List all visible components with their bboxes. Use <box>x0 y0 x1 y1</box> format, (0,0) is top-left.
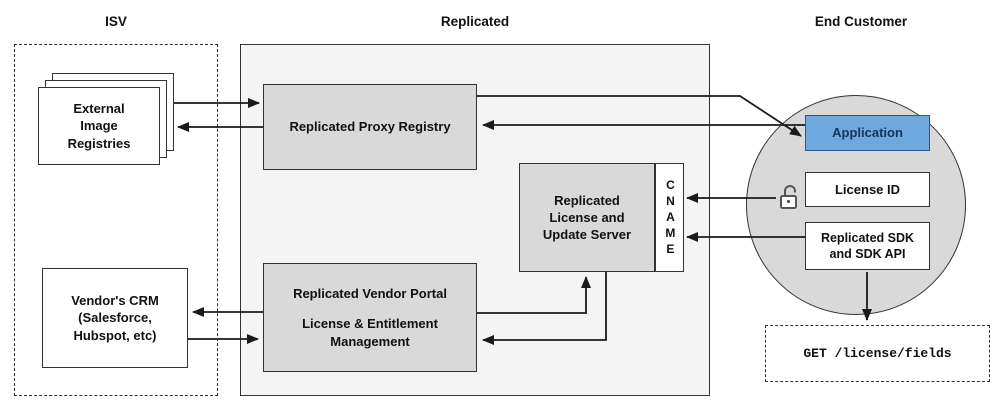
license-id-label: License ID <box>834 181 901 197</box>
vendor-crm-label: Vendor's CRM (Salesforce, Hubspot, etc) <box>71 293 159 343</box>
replicated-sdk-label: Replicated SDK and SDK API <box>820 230 915 262</box>
application-label: Application <box>832 125 903 141</box>
license-update-server: Replicated License and Update Server <box>519 163 655 272</box>
vendor-portal: Replicated Vendor Portal License & Entit… <box>263 263 477 372</box>
cname-box: CNAME <box>655 163 684 272</box>
vendor-portal-title: Replicated Vendor Portal <box>293 286 447 302</box>
application: Application <box>805 115 930 151</box>
header-isv: ISV <box>105 14 127 29</box>
license-update-server-label: Replicated License and Update Server <box>542 192 632 243</box>
proxy-registry-label: Replicated Proxy Registry <box>289 119 451 135</box>
external-registries: External Image Registries <box>38 87 160 165</box>
get-license-fields: GET /license/fields <box>765 325 990 382</box>
cname-label: CNAME <box>663 177 678 258</box>
get-license-fields-label: GET /license/fields <box>803 345 952 361</box>
vendor-portal-subtitle: License & Entitlement Management <box>302 316 438 349</box>
replicated-sdk: Replicated SDK and SDK API <box>805 222 930 270</box>
header-end-customer: End Customer <box>814 14 908 29</box>
header-replicated: Replicated <box>440 14 510 29</box>
open-padlock-icon <box>780 185 797 209</box>
external-registries-label: External Image Registries <box>67 101 131 151</box>
proxy-registry: Replicated Proxy Registry <box>263 84 477 170</box>
license-id: License ID <box>805 172 930 207</box>
vendor-crm: Vendor's CRM (Salesforce, Hubspot, etc) <box>42 268 188 368</box>
